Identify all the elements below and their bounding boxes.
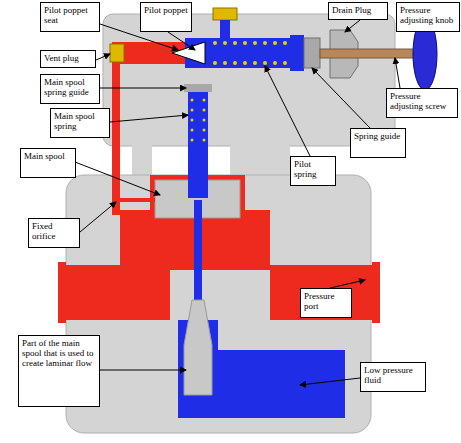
callout-box: Spring guide [350,128,406,158]
callout-box: Pressure adjusting knob [396,2,460,32]
part-label: Pilot poppet [144,5,188,15]
part-label: Pilot poppet seat [44,5,96,25]
callout-box: Main spool [20,148,76,178]
callout-box: Low pressure fluid [360,362,426,392]
part-label: Pressure adjusting knob [400,5,456,25]
part-label: Spring guide [354,131,402,141]
callout-box: Pressure adjusting screw [386,88,458,118]
part-label: Fixed orifice [32,221,76,241]
part-label: Main spool spring guide [44,77,96,97]
part-label: Part of the main spool that is used to c… [22,338,96,368]
part-label: Vent plug [44,53,92,63]
callout-box: Main spool spring [50,108,110,138]
callout-box: Pilot poppet seat [40,2,100,32]
part-label: Main spool [24,151,72,161]
part-label: Pressure adjusting screw [390,91,454,111]
part-label: Low pressure fluid [364,365,422,385]
callout-box: Fixed orifice [28,218,80,248]
callout-box: Pressure port [300,288,352,318]
callout-box: Drain Plug [328,2,388,20]
part-label: Pressure port [304,291,348,311]
part-label: Drain Plug [332,5,384,15]
callout-box: Pilot poppet [140,2,192,32]
part-label: Main spool spring [54,111,106,131]
callout-box: Main spool spring guide [40,74,100,104]
callout-box: Part of the main spool that is used to c… [18,335,100,407]
callout-box: Vent plug [40,50,96,68]
callout-box: Pilot spring [290,156,336,186]
part-label: Pilot spring [294,159,332,179]
